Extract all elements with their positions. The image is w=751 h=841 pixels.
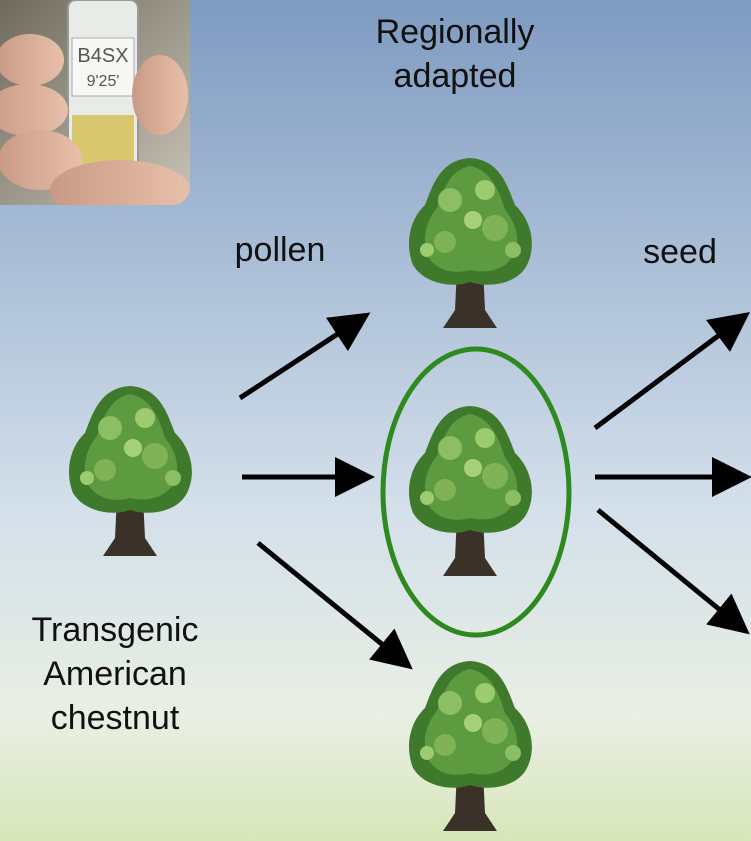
arrow-icon [598,510,742,628]
arrow-icon [595,318,742,428]
arrow-icon [240,318,362,398]
arrow-icon [258,543,405,663]
highlight-ellipse [383,349,569,635]
